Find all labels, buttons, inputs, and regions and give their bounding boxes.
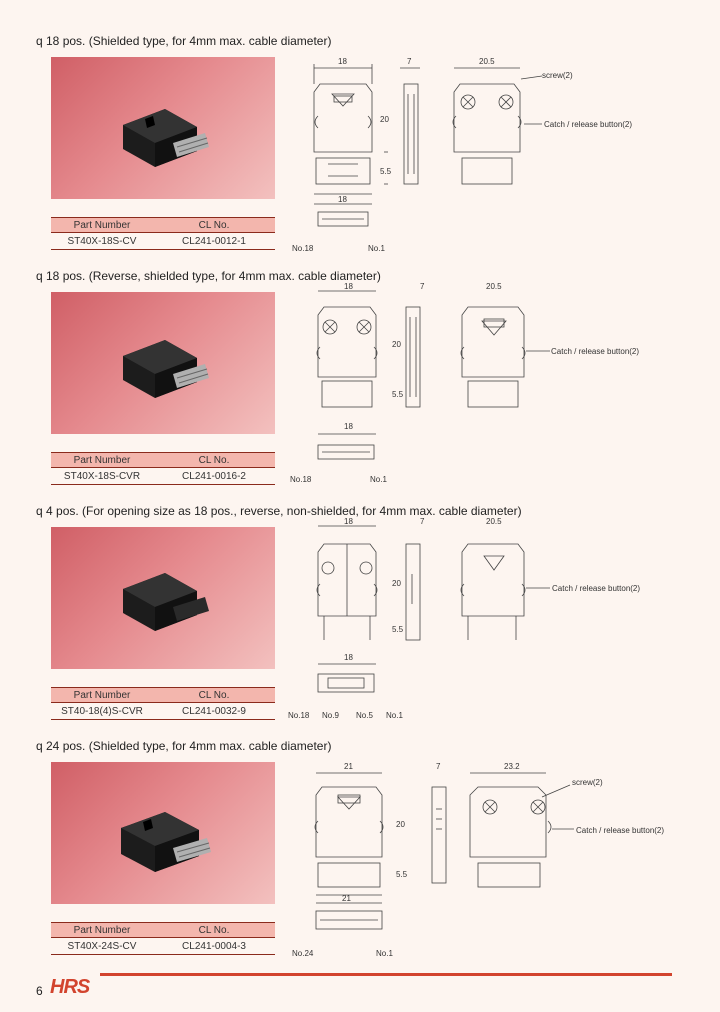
catch-note: Catch / release button(2) <box>544 120 632 129</box>
cl-number-value: CL241-0032-9 <box>153 702 275 720</box>
dim-depth: 7 <box>420 517 425 526</box>
dim-width: 21 <box>344 762 353 771</box>
dim-lower: 5.5 <box>392 625 404 634</box>
pin-9-label: No.9 <box>322 711 339 720</box>
part-number-header: Part Number <box>51 452 153 468</box>
screw-note: screw(2) <box>542 71 573 80</box>
pin-left-label: No.24 <box>292 949 314 958</box>
part-number-header: Part Number <box>51 217 153 233</box>
part-number-value: ST40X-24S-CV <box>51 937 153 955</box>
dim-side: 20.5 <box>486 517 502 526</box>
dimension-drawing: 18 7 20.5 20 5.5 18 Catch / release butt… <box>290 282 639 484</box>
pin-5-label: No.5 <box>356 711 373 720</box>
page-number: 6 <box>36 984 43 998</box>
part-number-header: Part Number <box>51 922 153 938</box>
dimension-drawing: 21 7 23.2 20 5.5 21 screw(2) Catch / rel… <box>292 762 664 958</box>
dim-side: 20.5 <box>479 57 495 66</box>
dim-depth: 7 <box>436 762 441 771</box>
dim-lower: 5.5 <box>392 390 404 399</box>
footer-rule <box>100 973 672 976</box>
pin-left-label: No.18 <box>288 711 310 720</box>
section-title: q 18 pos. (Reverse, shielded type, for 4… <box>36 269 381 283</box>
cl-number-header: CL No. <box>153 687 275 703</box>
catch-note: Catch / release button(2) <box>552 584 640 593</box>
dim-depth: 7 <box>420 282 425 291</box>
dim-height: 20 <box>392 340 401 349</box>
pin-right-label: No.1 <box>368 244 385 253</box>
dim-side: 23.2 <box>504 762 520 771</box>
dim-depth: 7 <box>407 57 412 66</box>
screw-note: screw(2) <box>572 778 603 787</box>
product-photo <box>51 762 275 904</box>
part-number-header: Part Number <box>51 687 153 703</box>
cl-number-value: CL241-0004-3 <box>153 937 275 955</box>
hrs-logo: HRS <box>50 976 90 998</box>
section-title: q 24 pos. (Shielded type, for 4mm max. c… <box>36 739 332 753</box>
catch-note: Catch / release button(2) <box>576 826 664 835</box>
dimension-drawing: 18 7 20.5 20 5.5 18 screw(2) Catch / rel… <box>292 57 632 253</box>
dim-bottom: 18 <box>344 422 353 431</box>
product-photo <box>51 292 275 434</box>
cl-number-value: CL241-0012-1 <box>153 232 275 250</box>
part-number-value: ST40-18(4)S-CVR <box>51 702 153 720</box>
cl-number-value: CL241-0016-2 <box>153 467 275 485</box>
catch-note: Catch / release button(2) <box>551 347 639 356</box>
dim-lower: 5.5 <box>396 870 408 879</box>
dimension-drawing: 18 7 20.5 20 5.5 18 Catch / release butt… <box>288 517 640 720</box>
section-title: q 4 pos. (For opening size as 18 pos., r… <box>36 504 522 518</box>
dim-side: 20.5 <box>486 282 502 291</box>
pin-left-label: No.18 <box>292 244 314 253</box>
dim-height: 20 <box>392 579 401 588</box>
dim-bottom: 21 <box>342 894 351 903</box>
part-number-value: ST40X-18S-CV <box>51 232 153 250</box>
cl-number-header: CL No. <box>153 922 275 938</box>
pin-left-label: No.18 <box>290 475 312 484</box>
dim-lower: 5.5 <box>380 167 392 176</box>
dim-width: 18 <box>344 517 353 526</box>
dim-height: 20 <box>380 115 389 124</box>
section-title: q 18 pos. (Shielded type, for 4mm max. c… <box>36 34 332 48</box>
dim-bottom: 18 <box>338 195 347 204</box>
product-photo <box>51 527 275 669</box>
pin-right-label: No.1 <box>376 949 393 958</box>
dim-width: 18 <box>344 282 353 291</box>
part-number-value: ST40X-18S-CVR <box>51 467 153 485</box>
cl-number-header: CL No. <box>153 452 275 468</box>
dim-height: 20 <box>396 820 405 829</box>
cl-number-header: CL No. <box>153 217 275 233</box>
dim-width: 18 <box>338 57 347 66</box>
product-photo <box>51 57 275 199</box>
pin-right-label: No.1 <box>370 475 387 484</box>
dim-bottom: 18 <box>344 653 353 662</box>
pin-right-label: No.1 <box>386 711 403 720</box>
